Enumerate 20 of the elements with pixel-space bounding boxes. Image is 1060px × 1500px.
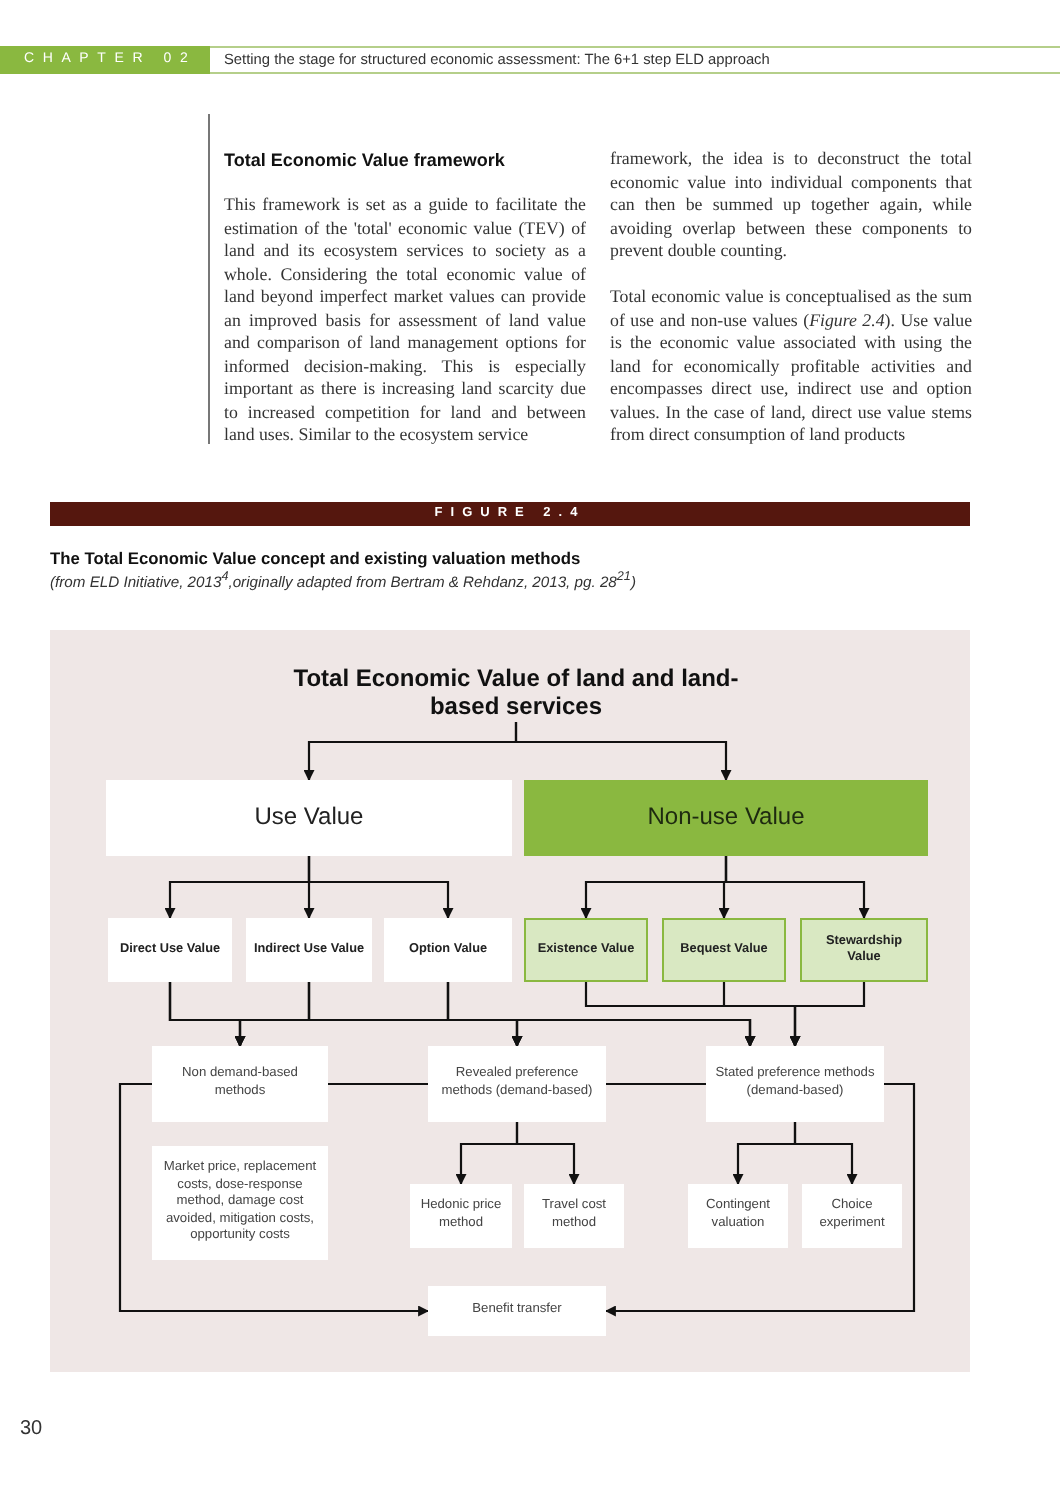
- body-paragraph: framework, the idea is to deconstruct the total economic value into individual components that can then be summed up together again, while avoiding overlap between these components to prevent double counting.: [610, 148, 972, 264]
- arrow: [514, 722, 732, 782]
- body-paragraph: This framework is set as a guide to facilitate the estimation of the 'total' economic value (TEV) of land and its ecosystem services to society as a whole. Considering the total economic value of land beyond imperfect market values can provide an improved basis for assessment of land value and comparison of land management options for informed decision-making. This is especially important as there is increasing land scarcity due to increased competition for land and between land uses. Similar to the ecosystem service: [224, 194, 586, 449]
- arrow: [789, 982, 866, 1048]
- arrow: [515, 1122, 580, 1186]
- arrow: [446, 982, 756, 1048]
- arrow: [307, 856, 454, 920]
- arrow: [118, 1082, 430, 1317]
- connector-line: [606, 1082, 706, 1086]
- category-box: Non-use Value: [524, 780, 928, 856]
- category-box: Use Value: [106, 780, 512, 856]
- connector-line: [328, 1082, 428, 1086]
- body-paragraph: Total economic value is conceptualised as the sum of use and non-use values (Figure 2.4). Use value is the economic value associated with using the land for economically profitable activities and encompasses direct use, indirect use and option values. In the case of land, direct use value stems from direct consumption of land products: [610, 286, 972, 448]
- page-number: 30: [20, 1418, 43, 1440]
- section-heading: Total Economic Value framework: [224, 150, 505, 170]
- figure-title: The Total Economic Value concept and existing valuation methods: [50, 548, 581, 568]
- arrow: [724, 856, 870, 920]
- arrow: [604, 1082, 916, 1317]
- diagram-heading: Total Economic Value of land and land-based services: [276, 662, 756, 722]
- arrow: [793, 1122, 858, 1186]
